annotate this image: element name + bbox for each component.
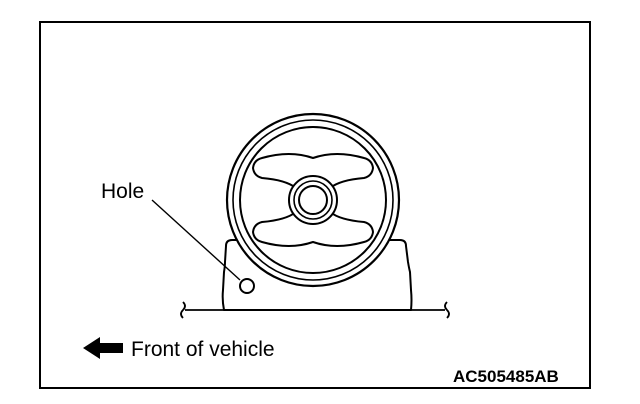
hole-leader-line <box>151 199 241 281</box>
figure-frame <box>39 21 591 389</box>
upper-void <box>251 153 375 190</box>
front-of-vehicle-label: Front of vehicle <box>131 338 275 361</box>
body-line <box>180 301 450 319</box>
figure-code: AC505485AB <box>453 367 559 386</box>
lower-void <box>251 210 375 247</box>
bracket-hole <box>239 278 255 294</box>
hole-label: Hole <box>101 180 144 203</box>
front-arrow-icon <box>83 337 123 359</box>
center-bolt-boss <box>288 175 338 225</box>
